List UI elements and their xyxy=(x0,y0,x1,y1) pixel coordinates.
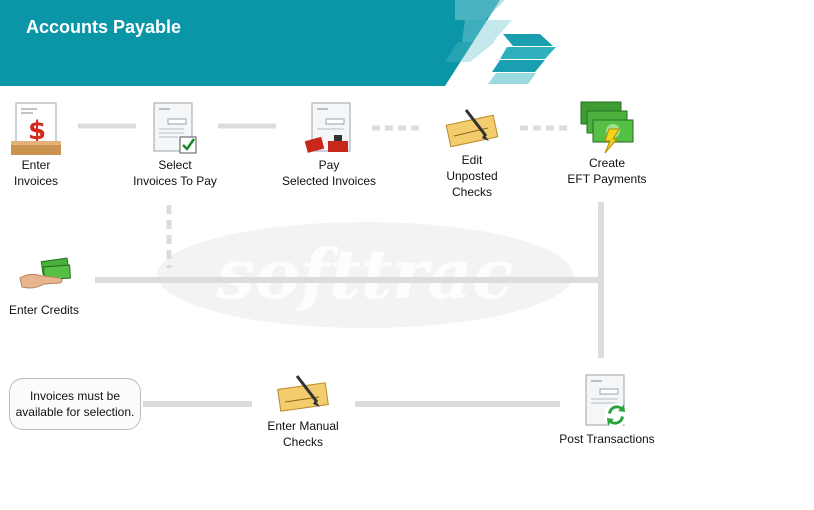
money-lightning-icon xyxy=(580,101,634,154)
edit-unposted-checks-label: Edit Unposted Checks xyxy=(446,153,498,199)
enter-invoices-node[interactable]: $ Enter Invoices xyxy=(2,101,70,189)
enter-credits-label: Enter Credits xyxy=(8,303,80,317)
create-eft-payments-label: Create EFT Payments xyxy=(567,156,647,186)
invoice-stamp-icon xyxy=(304,102,351,153)
enter-manual-checks-node[interactable]: Enter Manual Checks xyxy=(259,372,347,450)
select-invoices-to-pay-node[interactable]: Select Invoices To Pay xyxy=(120,101,230,189)
softtrac-watermark-logo: softtrac xyxy=(157,222,573,328)
check-pen-icon xyxy=(277,375,329,412)
select-invoices-to-pay-label: Select Invoices To Pay xyxy=(133,158,217,188)
invoice-dollar-icon: $ xyxy=(11,102,61,155)
invoice-check-icon xyxy=(153,102,197,154)
selection-note-bubble: Invoices must be available for selection… xyxy=(9,378,141,430)
page-title: Accounts Payable xyxy=(26,17,182,37)
enter-manual-checks-label: Enter Manual Checks xyxy=(267,419,339,449)
hand-money-icon xyxy=(19,257,71,289)
enter-credits-node[interactable]: Enter Credits xyxy=(2,256,86,318)
create-eft-payments-node[interactable]: Create EFT Payments xyxy=(560,99,654,187)
header-banner xyxy=(0,0,556,86)
pay-selected-invoices-node[interactable]: Pay Selected Invoices xyxy=(273,101,385,189)
enter-invoices-label: Enter Invoices xyxy=(13,158,59,188)
post-transactions-label: Post Transactions xyxy=(559,432,655,446)
post-transactions-node[interactable]: Post Transactions xyxy=(548,373,666,447)
edit-unposted-checks-node[interactable]: Edit Unposted Checks xyxy=(429,106,515,200)
invoice-recycle-icon xyxy=(585,374,628,427)
watermark-text: softtrac xyxy=(215,235,513,315)
check-pen-icon xyxy=(445,109,499,148)
pay-selected-invoices-label: Pay Selected Invoices xyxy=(281,158,377,188)
svg-text:$: $ xyxy=(28,116,46,146)
